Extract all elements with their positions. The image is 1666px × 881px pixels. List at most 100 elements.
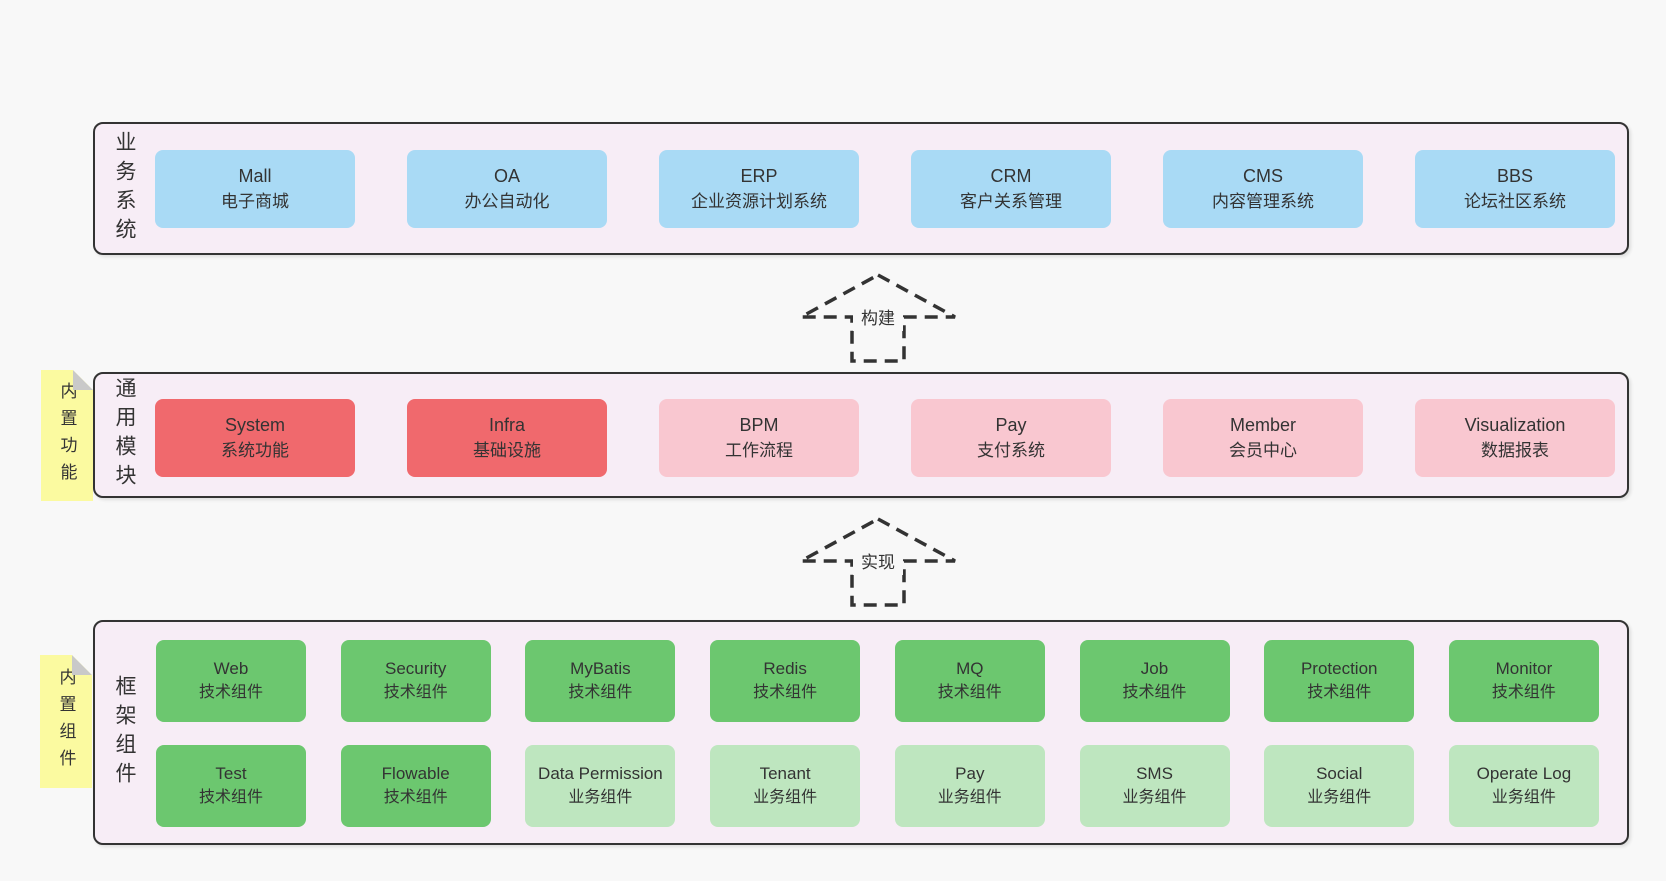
builtin-components-note: 内置组件 xyxy=(40,655,92,788)
box-test: Test 技术组件 xyxy=(156,745,306,827)
box-security: Security 技术组件 xyxy=(340,640,491,722)
box-title: Operate Log xyxy=(1476,764,1572,783)
box-title: Mall xyxy=(238,166,272,186)
box-title: Pay xyxy=(995,415,1027,435)
box-mq: MQ 技术组件 xyxy=(894,640,1045,722)
builtin-features-note-label: 内置功能 xyxy=(57,381,77,490)
common-modules-label: 通用模块 xyxy=(113,377,136,493)
box-subtitle: 技术组件 xyxy=(1122,684,1187,701)
box-subtitle: 技术组件 xyxy=(198,789,263,806)
box-data-permission: Data Permission 业务组件 xyxy=(525,745,676,827)
box-title: Test xyxy=(215,764,247,783)
box-subtitle: 业务组件 xyxy=(1491,789,1556,806)
box-title: ERP xyxy=(740,166,778,186)
box-subtitle: 会员中心 xyxy=(1229,441,1297,460)
box-bpm: BPM 工作流程 xyxy=(659,399,859,477)
box-title: System xyxy=(224,415,285,435)
box-title: BPM xyxy=(739,415,779,435)
box-system: System 系统功能 xyxy=(155,399,355,477)
box-title: BBS xyxy=(1496,166,1534,186)
box-mybatis: MyBatis 技术组件 xyxy=(525,640,676,722)
box-subtitle: 办公自动化 xyxy=(464,192,550,211)
block-arrow-up-icon xyxy=(800,273,956,363)
box-subtitle: 业务组件 xyxy=(568,789,633,806)
box-title: Monitor xyxy=(1495,659,1553,678)
box-subtitle: 基础设施 xyxy=(473,441,541,460)
arrow-implement-icon: 实现 xyxy=(800,517,956,607)
box-subtitle: 电子商城 xyxy=(221,192,289,211)
arrow-build-label: 构建 xyxy=(861,309,895,328)
arrow-label-backplate xyxy=(853,549,903,575)
box-title: Security xyxy=(384,659,447,678)
box-subtitle: 技术组件 xyxy=(1307,684,1372,701)
box-operate-log: Operate Log 业务组件 xyxy=(1448,745,1599,827)
box-subtitle: 技术组件 xyxy=(937,684,1002,701)
box-subtitle: 业务组件 xyxy=(1122,789,1187,806)
builtin-components-note-label: 内置组件 xyxy=(56,667,76,776)
box-subtitle: 工作流程 xyxy=(725,441,793,460)
block-arrow-up-icon xyxy=(800,517,956,607)
box-social: Social 业务组件 xyxy=(1264,745,1415,827)
box-title: CRM xyxy=(990,166,1032,186)
box-subtitle: 技术组件 xyxy=(753,684,818,701)
box-subtitle: 业务组件 xyxy=(753,789,818,806)
box-title: Pay xyxy=(955,764,985,783)
box-subtitle: 技术组件 xyxy=(383,684,448,701)
box-mall: Mall 电子商城 xyxy=(155,150,355,228)
box-subtitle: 业务组件 xyxy=(937,789,1002,806)
box-protection: Protection 技术组件 xyxy=(1264,640,1415,722)
arrow-implement-label: 实现 xyxy=(861,553,895,572)
arrow-label-backplate xyxy=(853,305,903,331)
box-subtitle: 客户关系管理 xyxy=(960,192,1062,211)
box-subtitle: 业务组件 xyxy=(1307,789,1372,806)
box-title: MQ xyxy=(956,659,984,678)
box-subtitle: 内容管理系统 xyxy=(1212,192,1314,211)
box-pay-component: Pay 业务组件 xyxy=(894,745,1045,827)
box-subtitle: 数据报表 xyxy=(1481,441,1549,460)
box-subtitle: 技术组件 xyxy=(1491,684,1556,701)
box-subtitle: 系统功能 xyxy=(221,441,289,460)
business-systems-label: 业务系统 xyxy=(113,130,136,247)
box-redis: Redis 技术组件 xyxy=(710,640,861,722)
box-monitor: Monitor 技术组件 xyxy=(1448,640,1599,722)
box-title: SMS xyxy=(1136,764,1173,783)
box-title: CMS xyxy=(1243,166,1283,186)
box-title: Flowable xyxy=(381,764,450,783)
box-subtitle: 技术组件 xyxy=(568,684,633,701)
box-title: Data Permission xyxy=(538,764,663,783)
builtin-features-note: 内置功能 xyxy=(41,370,93,501)
box-subtitle: 技术组件 xyxy=(198,684,263,701)
box-subtitle: 企业资源计划系统 xyxy=(691,192,827,211)
box-job: Job 技术组件 xyxy=(1079,640,1230,722)
box-infra: Infra 基础设施 xyxy=(407,399,607,477)
box-sms: SMS 业务组件 xyxy=(1079,745,1230,827)
box-title: Protection xyxy=(1300,659,1378,678)
box-title: Job xyxy=(1140,659,1169,678)
box-erp: ERP 企业资源计划系统 xyxy=(659,150,859,228)
folded-corner-icon xyxy=(72,655,92,675)
box-member: Member 会员中心 xyxy=(1163,399,1363,477)
box-title: Infra xyxy=(488,415,526,435)
box-title: Redis xyxy=(763,659,807,678)
box-title: Member xyxy=(1229,415,1296,435)
box-title: Tenant xyxy=(759,764,811,783)
folded-corner-icon xyxy=(73,370,93,390)
box-crm: CRM 客户关系管理 xyxy=(911,150,1111,228)
box-cms: CMS 内容管理系统 xyxy=(1163,150,1363,228)
box-title: MyBatis xyxy=(570,659,631,678)
box-title: Social xyxy=(1316,764,1363,783)
framework-components-label: 框架组件 xyxy=(113,674,136,791)
box-tenant: Tenant 业务组件 xyxy=(710,745,861,827)
